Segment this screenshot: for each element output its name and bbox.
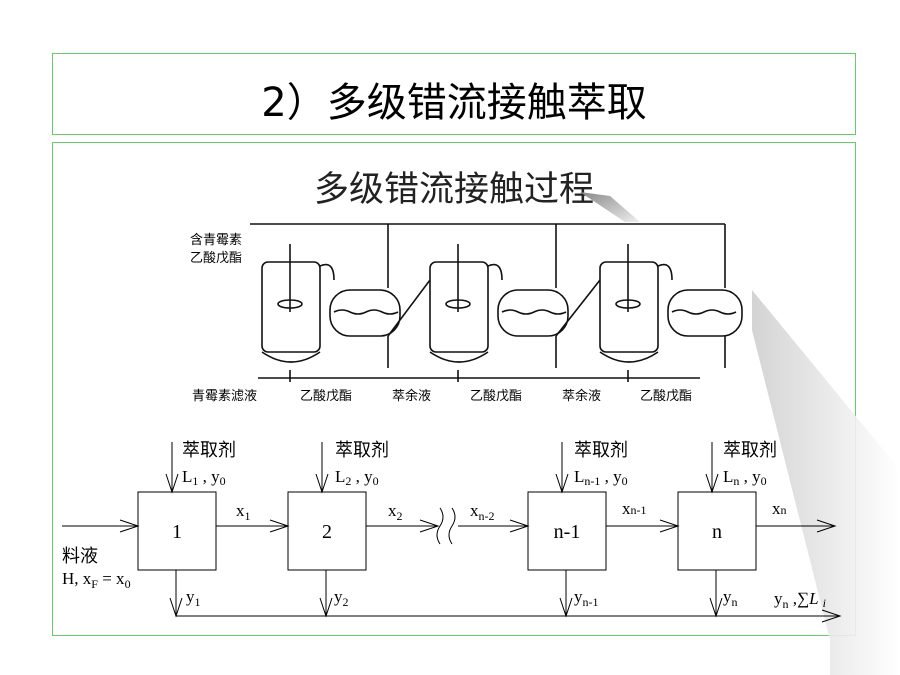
extract-label-2: y2 (334, 587, 349, 609)
flow-diagram (62, 442, 842, 623)
raffinate-arrow-2 (366, 519, 440, 533)
solvent-flow-label-n-1: Ln-1 , y0 (574, 467, 628, 488)
extract-arrow-1 (169, 570, 183, 618)
stage-label-1: 1 (172, 521, 182, 543)
settler-vessel (329, 289, 401, 337)
mixer-tank (429, 261, 489, 353)
extract-label-n: yn (723, 587, 738, 609)
feed-label-line2: 乙酸戊酯 (190, 251, 242, 266)
raffinate-arrow-n-1 (606, 519, 680, 533)
agitator-blade (445, 299, 471, 309)
stage-label-2: 2 (322, 521, 332, 543)
feed-pipe (487, 263, 503, 281)
feed-pipe (657, 263, 673, 281)
mixer-tank (599, 261, 659, 353)
solvent-label-1: 萃取剂 (182, 440, 236, 461)
transfer-line (555, 279, 601, 337)
raffinate-label-1: x1 (236, 501, 251, 523)
phase-interface (333, 309, 399, 315)
mixer-settler-unit-2 (387, 244, 569, 382)
raffinate-arrow-n (756, 519, 837, 533)
bottom-label-4: 乙酸戊酯 (470, 389, 522, 404)
break-mark-2 (448, 507, 456, 545)
raffinate-arrow-n-2 (458, 519, 530, 533)
stage-label-n-1: n-1 (554, 521, 581, 543)
diagram-subtitle: 多级错流接触过程 (313, 170, 594, 210)
page-title: 2）多级错流接触萃取 (261, 80, 647, 126)
raffinate-label-n-2: xn-2 (470, 501, 495, 523)
agitator-blade (277, 299, 303, 309)
solvent-flow-label-1: L1 , y0 (182, 467, 226, 488)
solvent-arrow-1 (165, 442, 179, 494)
solvent-flow-label-2: L2 , y0 (335, 467, 379, 488)
bottom-label-3: 萃余液 (392, 388, 431, 404)
break-mark-1 (436, 507, 444, 545)
phase-interface (501, 309, 567, 315)
feed-arrow (62, 519, 140, 533)
solvent-arrow-2 (315, 442, 329, 494)
extract-arrow-n (709, 570, 723, 618)
stage-box-2 (287, 491, 367, 571)
combined-extract-line (176, 609, 842, 623)
page-curl-shadow (752, 290, 900, 675)
mixer-settler-unit-3 (555, 244, 743, 382)
mixer-tank (261, 261, 321, 353)
bottom-label-5: 萃余液 (562, 388, 601, 404)
feed-pipe (319, 263, 335, 281)
feed-condition-label: H, xF = x0 (62, 569, 131, 591)
callout-pointer-shadow (580, 192, 640, 222)
settler-vessel (497, 289, 569, 337)
stage-box-n (677, 491, 757, 571)
bottom-label-2: 乙酸戊酯 (300, 389, 352, 404)
stage-box-n-1 (527, 491, 607, 571)
title-frame: 2）多级错流接触萃取 (52, 53, 856, 135)
extract-label-n-1: yn-1 (574, 587, 599, 609)
raffinate-label-n: xn (772, 499, 787, 518)
solvent-label-2: 萃取剂 (335, 440, 389, 461)
stage-label-n: n (712, 521, 722, 543)
settler-vessel (667, 289, 743, 337)
stage-box-1 (137, 491, 217, 571)
feed-liquid-label: 料液 (62, 546, 98, 567)
phase-interface (671, 309, 737, 315)
solvent-label-n: 萃取剂 (723, 440, 777, 461)
mixer-settler-unit-1 (261, 244, 401, 382)
bottom-label-1: 青霉素滤液 (192, 389, 257, 404)
tank-bottom (261, 351, 321, 363)
extract-label-1: y1 (186, 587, 201, 609)
solvent-label-n-1: 萃取剂 (574, 440, 628, 461)
tank-bottom (599, 351, 659, 363)
feed-label-line1: 含青霉素 (190, 232, 242, 248)
solvent-arrow-n-1 (555, 442, 569, 494)
raffinate-label-2: x2 (388, 501, 403, 523)
tank-bottom (429, 351, 489, 363)
bottom-label-6: 乙酸戊酯 (640, 389, 692, 404)
extract-arrow-n-1 (559, 570, 573, 618)
raffinate-arrow-1 (216, 519, 290, 533)
solvent-arrow-n (705, 442, 719, 494)
raffinate-label-n-1: xn-1 (622, 499, 647, 518)
solvent-flow-label-n: Ln , y0 (723, 467, 767, 488)
extract-arrow-2 (319, 570, 333, 618)
transfer-line (387, 279, 431, 337)
agitator-blade (615, 299, 641, 309)
equipment-figure (250, 223, 743, 382)
